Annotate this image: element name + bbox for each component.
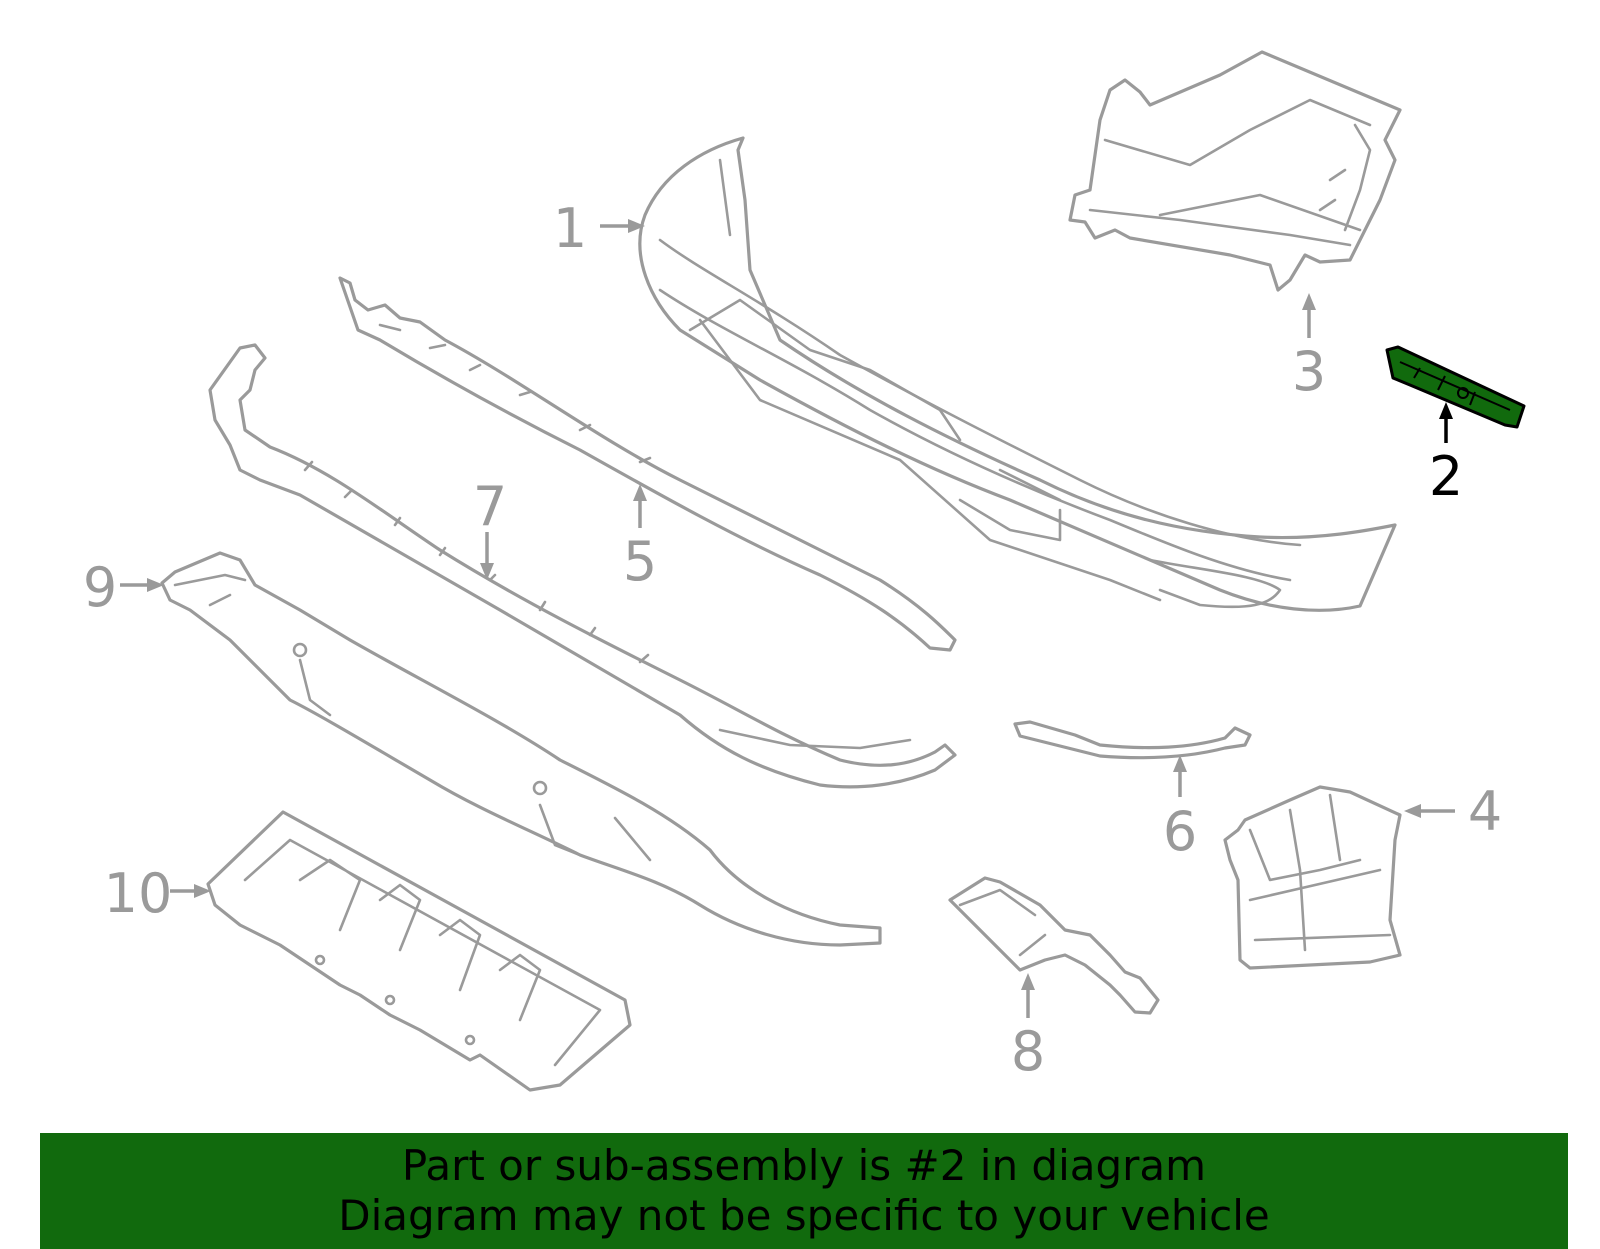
callout-4: 4 (1404, 780, 1502, 843)
part-10-skid-plate (206, 810, 632, 1092)
parts-diagram: 1 2 3 4 5 6 7 8 9 (83, 50, 1526, 1092)
part-7-lower-strip (208, 343, 957, 789)
part-6-trim (1013, 720, 1252, 760)
banner-line-1: Part or sub-assembly is #2 in diagram (401, 1141, 1207, 1190)
part-3-corner-bracket (1068, 50, 1402, 292)
svg-text:1: 1 (553, 197, 587, 260)
svg-text:6: 6 (1163, 800, 1197, 863)
callout-6: 6 (1163, 755, 1197, 863)
callout-5: 5 (623, 484, 657, 593)
callout-10: 10 (104, 862, 211, 925)
svg-text:10: 10 (104, 862, 173, 925)
part-4-side-bracket (1223, 785, 1402, 970)
part-5-trim-strip (338, 276, 957, 652)
part-1-bumper-cover (638, 136, 1397, 612)
callout-1: 1 (553, 197, 645, 260)
svg-text:5: 5 (623, 530, 657, 593)
svg-text:4: 4 (1468, 780, 1502, 843)
callout-9: 9 (83, 556, 164, 619)
part-9-deflector (160, 551, 882, 947)
callout-8: 8 (1011, 973, 1045, 1083)
svg-text:2: 2 (1429, 445, 1463, 508)
part-8-bracket-arm (948, 876, 1160, 1015)
svg-text:7: 7 (473, 475, 507, 538)
banner-line-2: Diagram may not be specific to your vehi… (338, 1191, 1270, 1240)
svg-text:9: 9 (83, 556, 117, 619)
callout-7: 7 (473, 475, 507, 580)
svg-text:8: 8 (1011, 1020, 1045, 1083)
callout-3: 3 (1292, 293, 1326, 403)
callout-2: 2 (1429, 402, 1463, 508)
part-2-bracket (1385, 345, 1526, 429)
info-banner: Part or sub-assembly is #2 in diagram Di… (40, 1133, 1568, 1249)
svg-text:3: 3 (1292, 340, 1326, 403)
